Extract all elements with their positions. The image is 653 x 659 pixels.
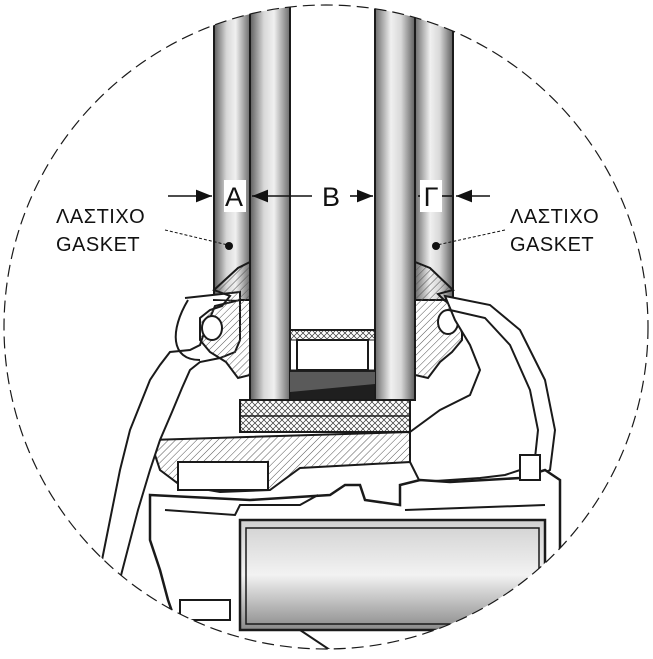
gap-a-label: A (225, 182, 243, 212)
gap-b-label: B (322, 182, 340, 212)
left-gasket (199, 260, 251, 380)
right-sash-profile (409, 294, 557, 484)
left-gasket-label-1: ΛΑΣΤΙΧΟ (56, 206, 145, 228)
right-inner-glass (374, 5, 416, 401)
left-gasket-dot (225, 242, 233, 250)
right-gasket-label-1: ΛΑΣΤΙΧΟ (510, 206, 599, 228)
label-c-bg (420, 180, 442, 212)
label-b-bg (318, 180, 346, 212)
left-gasket-leader (164, 229, 229, 246)
right-outer-glass (414, 5, 454, 301)
gap-c-label: Γ (424, 182, 439, 212)
right-gasket-label-2: GASKET (510, 234, 594, 256)
right-gasket-dot (432, 242, 440, 250)
left-inner-glass (249, 5, 291, 401)
detail-circle (3, 4, 649, 650)
spacer-bar (289, 329, 376, 401)
frame-chamber (238, 518, 547, 632)
label-a-bg (224, 180, 246, 212)
left-outer-glass (213, 5, 251, 301)
clipped-section (78, 5, 562, 649)
right-gasket-leader (436, 229, 506, 246)
left-gasket-label-2: GASKET (56, 234, 140, 256)
